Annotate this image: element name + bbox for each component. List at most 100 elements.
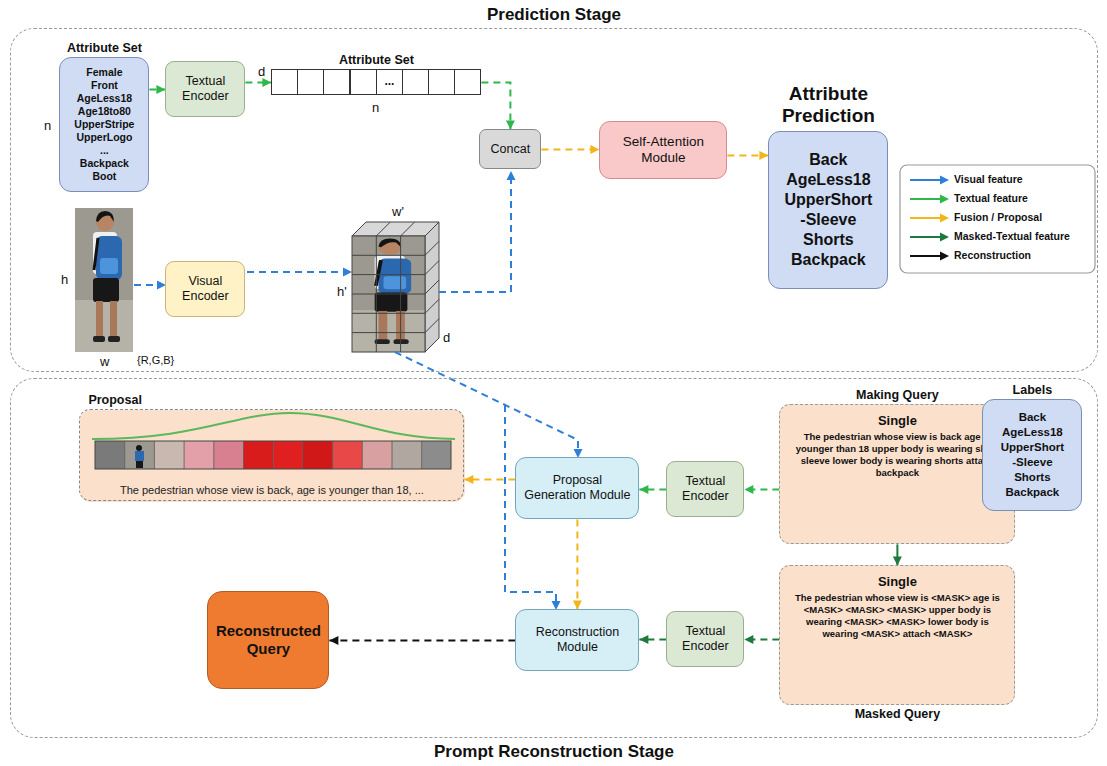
frame (244, 441, 274, 469)
query-box: SingleThe pedestrian whose view is <MASK… (779, 565, 1015, 705)
legend-head (940, 252, 949, 261)
frame (95, 441, 125, 469)
dimension-label: w (100, 354, 109, 369)
box-label: Textual Encoder (671, 624, 739, 655)
grid-frame (352, 236, 425, 352)
arrowhead (590, 145, 599, 154)
query-box: Making QuerySingleThe pedestrian whose v… (779, 404, 1015, 544)
frame (303, 441, 333, 469)
visual-wire (134, 284, 157, 286)
figure-legs (136, 461, 143, 468)
box-label: Textual Encoder (671, 474, 739, 505)
dimension-label: n (372, 100, 379, 115)
box-heading: Attribute Set (0, 41, 208, 55)
ellipsis: ... (376, 70, 402, 92)
arrowhead (262, 78, 271, 87)
connector-line (329, 639, 515, 641)
prediction-box: Attribute PredictionBack AgeLess18 Upper… (768, 131, 888, 289)
legend-head (940, 195, 949, 204)
legend-text: Fusion / Proposal (954, 211, 1042, 223)
attribute-list: Back AgeLess18 UpperShort -Sleeve Shorts… (987, 410, 1077, 500)
arrowhead (639, 485, 648, 494)
proposal-fill (80, 410, 465, 502)
connector (639, 635, 666, 644)
legend-line (910, 236, 941, 238)
arrowhead (506, 120, 515, 129)
grid-lines (352, 236, 425, 352)
feature-map-grid (352, 222, 439, 352)
arrowhead (507, 171, 516, 180)
connector (541, 145, 599, 154)
arrowhead (639, 635, 648, 644)
dimension-label: h' (337, 284, 347, 299)
grid-lines (376, 222, 439, 333)
arrowhead (759, 151, 768, 160)
gaussian-curve (92, 413, 455, 439)
attention-box: Self-Attention Module (599, 121, 727, 179)
box-label: Reconstructed Query (212, 622, 324, 660)
connector (329, 636, 515, 645)
query-text: The pedestrian whose view is back age is… (788, 431, 1006, 479)
box-heading: Masked Query (720, 707, 1074, 721)
connector (744, 635, 779, 644)
arrowhead (573, 600, 582, 609)
frame (125, 441, 155, 469)
attribute-list-box: Attribute SetFemale Front AgeLess18 Age1… (59, 57, 149, 192)
legend-head (940, 233, 949, 242)
arrowhead (329, 636, 338, 645)
query-type: Single (878, 413, 917, 428)
dimension-label: d (443, 330, 450, 345)
arrowhead (343, 268, 352, 277)
box-heading: Attribute Prediction (747, 83, 909, 127)
encoder-box: Textual Encoder (165, 61, 245, 117)
output-box: Reconstructed Query (207, 591, 329, 689)
legend-line (910, 217, 941, 219)
query-type: Single (878, 574, 917, 589)
connector (481, 82, 515, 129)
proposal-strip (95, 441, 451, 469)
legend-box (900, 165, 1095, 273)
connector-line (481, 82, 510, 129)
legend-samples (910, 176, 949, 261)
legend-line (910, 179, 941, 181)
frame (392, 441, 422, 469)
connector (149, 85, 165, 94)
stage-region: Prompt Reconstruction StageProposalThe p… (10, 378, 1098, 738)
module-box: Proposal Generation Module (515, 457, 639, 519)
legend-text: Textual feature (954, 192, 1028, 204)
frame (214, 441, 244, 469)
concat-box: Concat (479, 129, 541, 169)
box-heading: Labels (923, 383, 1107, 397)
frame (273, 441, 303, 469)
encoder-box: Textual Encoder (666, 611, 744, 667)
dimension-label: w' (392, 204, 404, 219)
proposal-box: ProposalThe pedestrian whose view is bac… (79, 409, 464, 501)
connector (573, 519, 582, 609)
box-label: Self-Attention Module (604, 134, 722, 168)
arrowhead (156, 85, 165, 94)
connector (893, 544, 902, 565)
connector (464, 475, 515, 484)
box-label: Visual Encoder (170, 274, 240, 305)
frame (422, 441, 451, 469)
dimension-label: h (61, 272, 68, 287)
legend-text: Reconstruction (954, 249, 1031, 261)
dimension-label: n (44, 118, 51, 133)
feature-map-top (352, 222, 439, 236)
attribute-list: Female Front AgeLess18 Age18to80 UpperSt… (64, 66, 144, 183)
legend-text: Visual feature (954, 173, 1023, 185)
visual-wire (247, 271, 343, 273)
stage-title: Prompt Reconstruction Stage (11, 742, 1097, 762)
dimension-label: {R,G,B} (137, 354, 174, 366)
frame (333, 441, 363, 469)
connector (639, 485, 666, 494)
box-heading: Proposal (88, 393, 142, 407)
box-label: Reconstruction Module (520, 625, 634, 656)
frame (184, 441, 214, 469)
arrowhead (744, 485, 753, 494)
embedding-vector: Attribute Set... (271, 69, 481, 95)
feature-map-image (352, 236, 425, 352)
visual-feature-wires (134, 179, 578, 601)
box-label: Proposal Generation Module (520, 473, 634, 504)
